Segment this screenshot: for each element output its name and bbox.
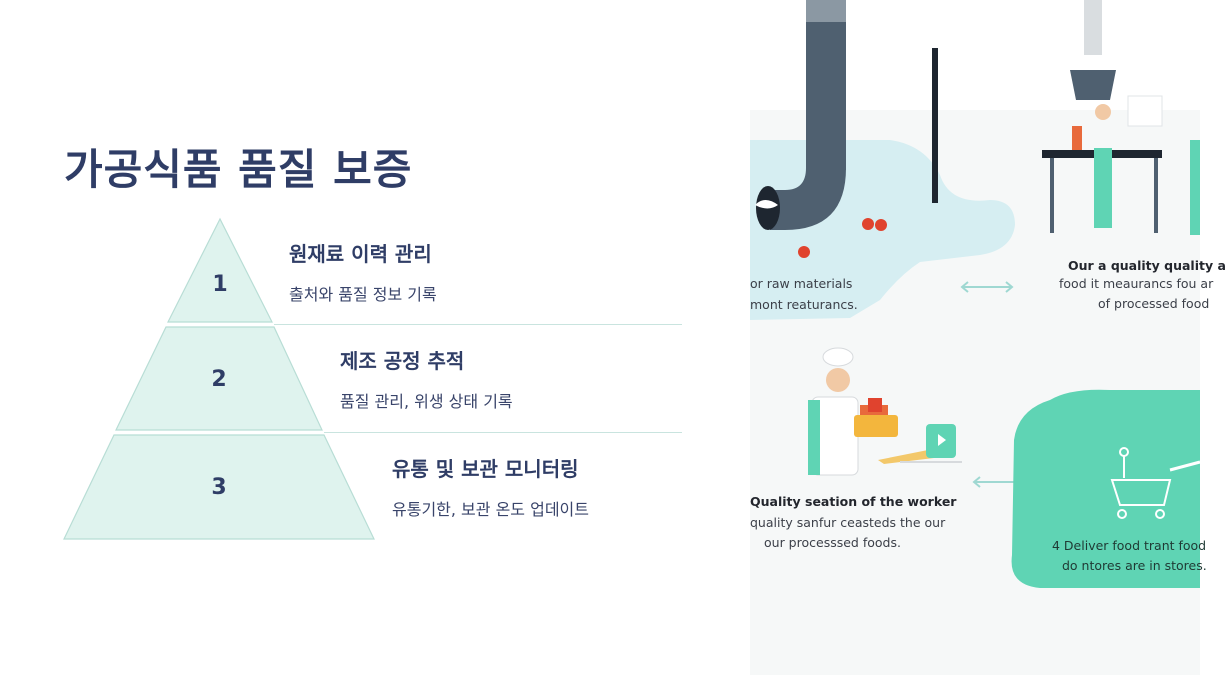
content-panel: 가공식품 품질 보증 1 원재료 이력 관리 출처와 품질 정보 기록 2 제조…	[63, 145, 682, 540]
step-1-caption-line-2: mont reaturancs.	[750, 297, 858, 312]
pipe-shape	[806, 0, 846, 170]
delivery-blob-shape	[1011, 389, 1200, 588]
level-3-title: 유통 및 보관 모니터링	[392, 457, 579, 481]
level-2-description: 품질 관리, 위생 상태 기록	[340, 392, 513, 411]
divider-1	[274, 324, 682, 325]
divider-2	[324, 432, 682, 433]
slide: 가공식품 품질 보증 1 원재료 이력 관리 출처와 품질 정보 기록 2 제조…	[63, 0, 1226, 675]
step-2-caption-line-2: food it meaurancs fou ar	[1059, 276, 1214, 291]
step-3-caption-line-2: quality sanfur ceasteds the our	[750, 515, 946, 530]
slide-title: 가공식품 품질 보증	[64, 145, 413, 194]
level-1-title: 원재료 이력 관리	[289, 242, 432, 266]
step-4-caption-line-1: 4 Deliver food trant food	[1052, 538, 1207, 553]
pyramid-level-2-shape	[115, 326, 323, 431]
double-arrow-icon	[960, 281, 1014, 293]
step-4-caption-line-2: do ntores are in stores.	[1062, 558, 1207, 573]
step-3-caption-line-3: our processsed foods.	[764, 535, 901, 550]
illustration-panel: or raw materials mont reaturancs. Our a …	[750, 0, 1226, 675]
level-1-number: 1	[212, 272, 228, 297]
food-process-illustration	[750, 0, 1201, 588]
level-3-number: 3	[211, 475, 227, 500]
step-2-caption-line-3: of processed food	[1098, 296, 1210, 311]
pyramid-level-1-shape	[167, 217, 273, 323]
level-3-description: 유통기한, 보관 온도 업데이트	[392, 500, 589, 519]
step-1-caption-line-1: or raw materials	[750, 276, 853, 291]
shopping-cart-icon	[1110, 447, 1172, 519]
level-2-number: 2	[211, 367, 227, 392]
step-2-caption-title: Our a quality quality a	[1068, 258, 1226, 273]
tomato-icon	[862, 218, 874, 230]
level-2-title: 제조 공정 추적	[340, 349, 465, 373]
level-1-description: 출처와 품질 정보 기록	[289, 285, 437, 304]
pyramid-diagram	[63, 217, 375, 540]
step-3-caption-title: Quality seation of the worker	[750, 494, 957, 509]
pyramid-level-3-shape	[63, 434, 375, 540]
